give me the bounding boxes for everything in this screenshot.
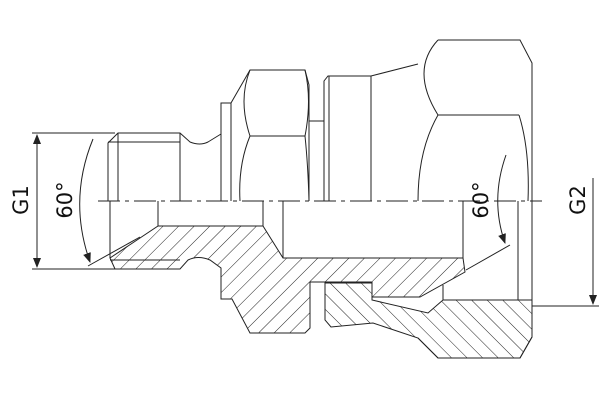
- label-g1: G1: [9, 185, 33, 215]
- nut-section: [324, 282, 533, 359]
- label-g2: G2: [566, 185, 590, 215]
- collar: [323, 63, 419, 201]
- label-angle-left: 60°: [53, 181, 77, 218]
- label-angle-right: 60°: [469, 181, 493, 218]
- dimension-g2: [465, 154, 599, 307]
- dimension-g1: [32, 132, 141, 270]
- hex-body-1: [220, 69, 324, 202]
- body-section: [109, 225, 466, 334]
- left-spigot: [107, 132, 222, 201]
